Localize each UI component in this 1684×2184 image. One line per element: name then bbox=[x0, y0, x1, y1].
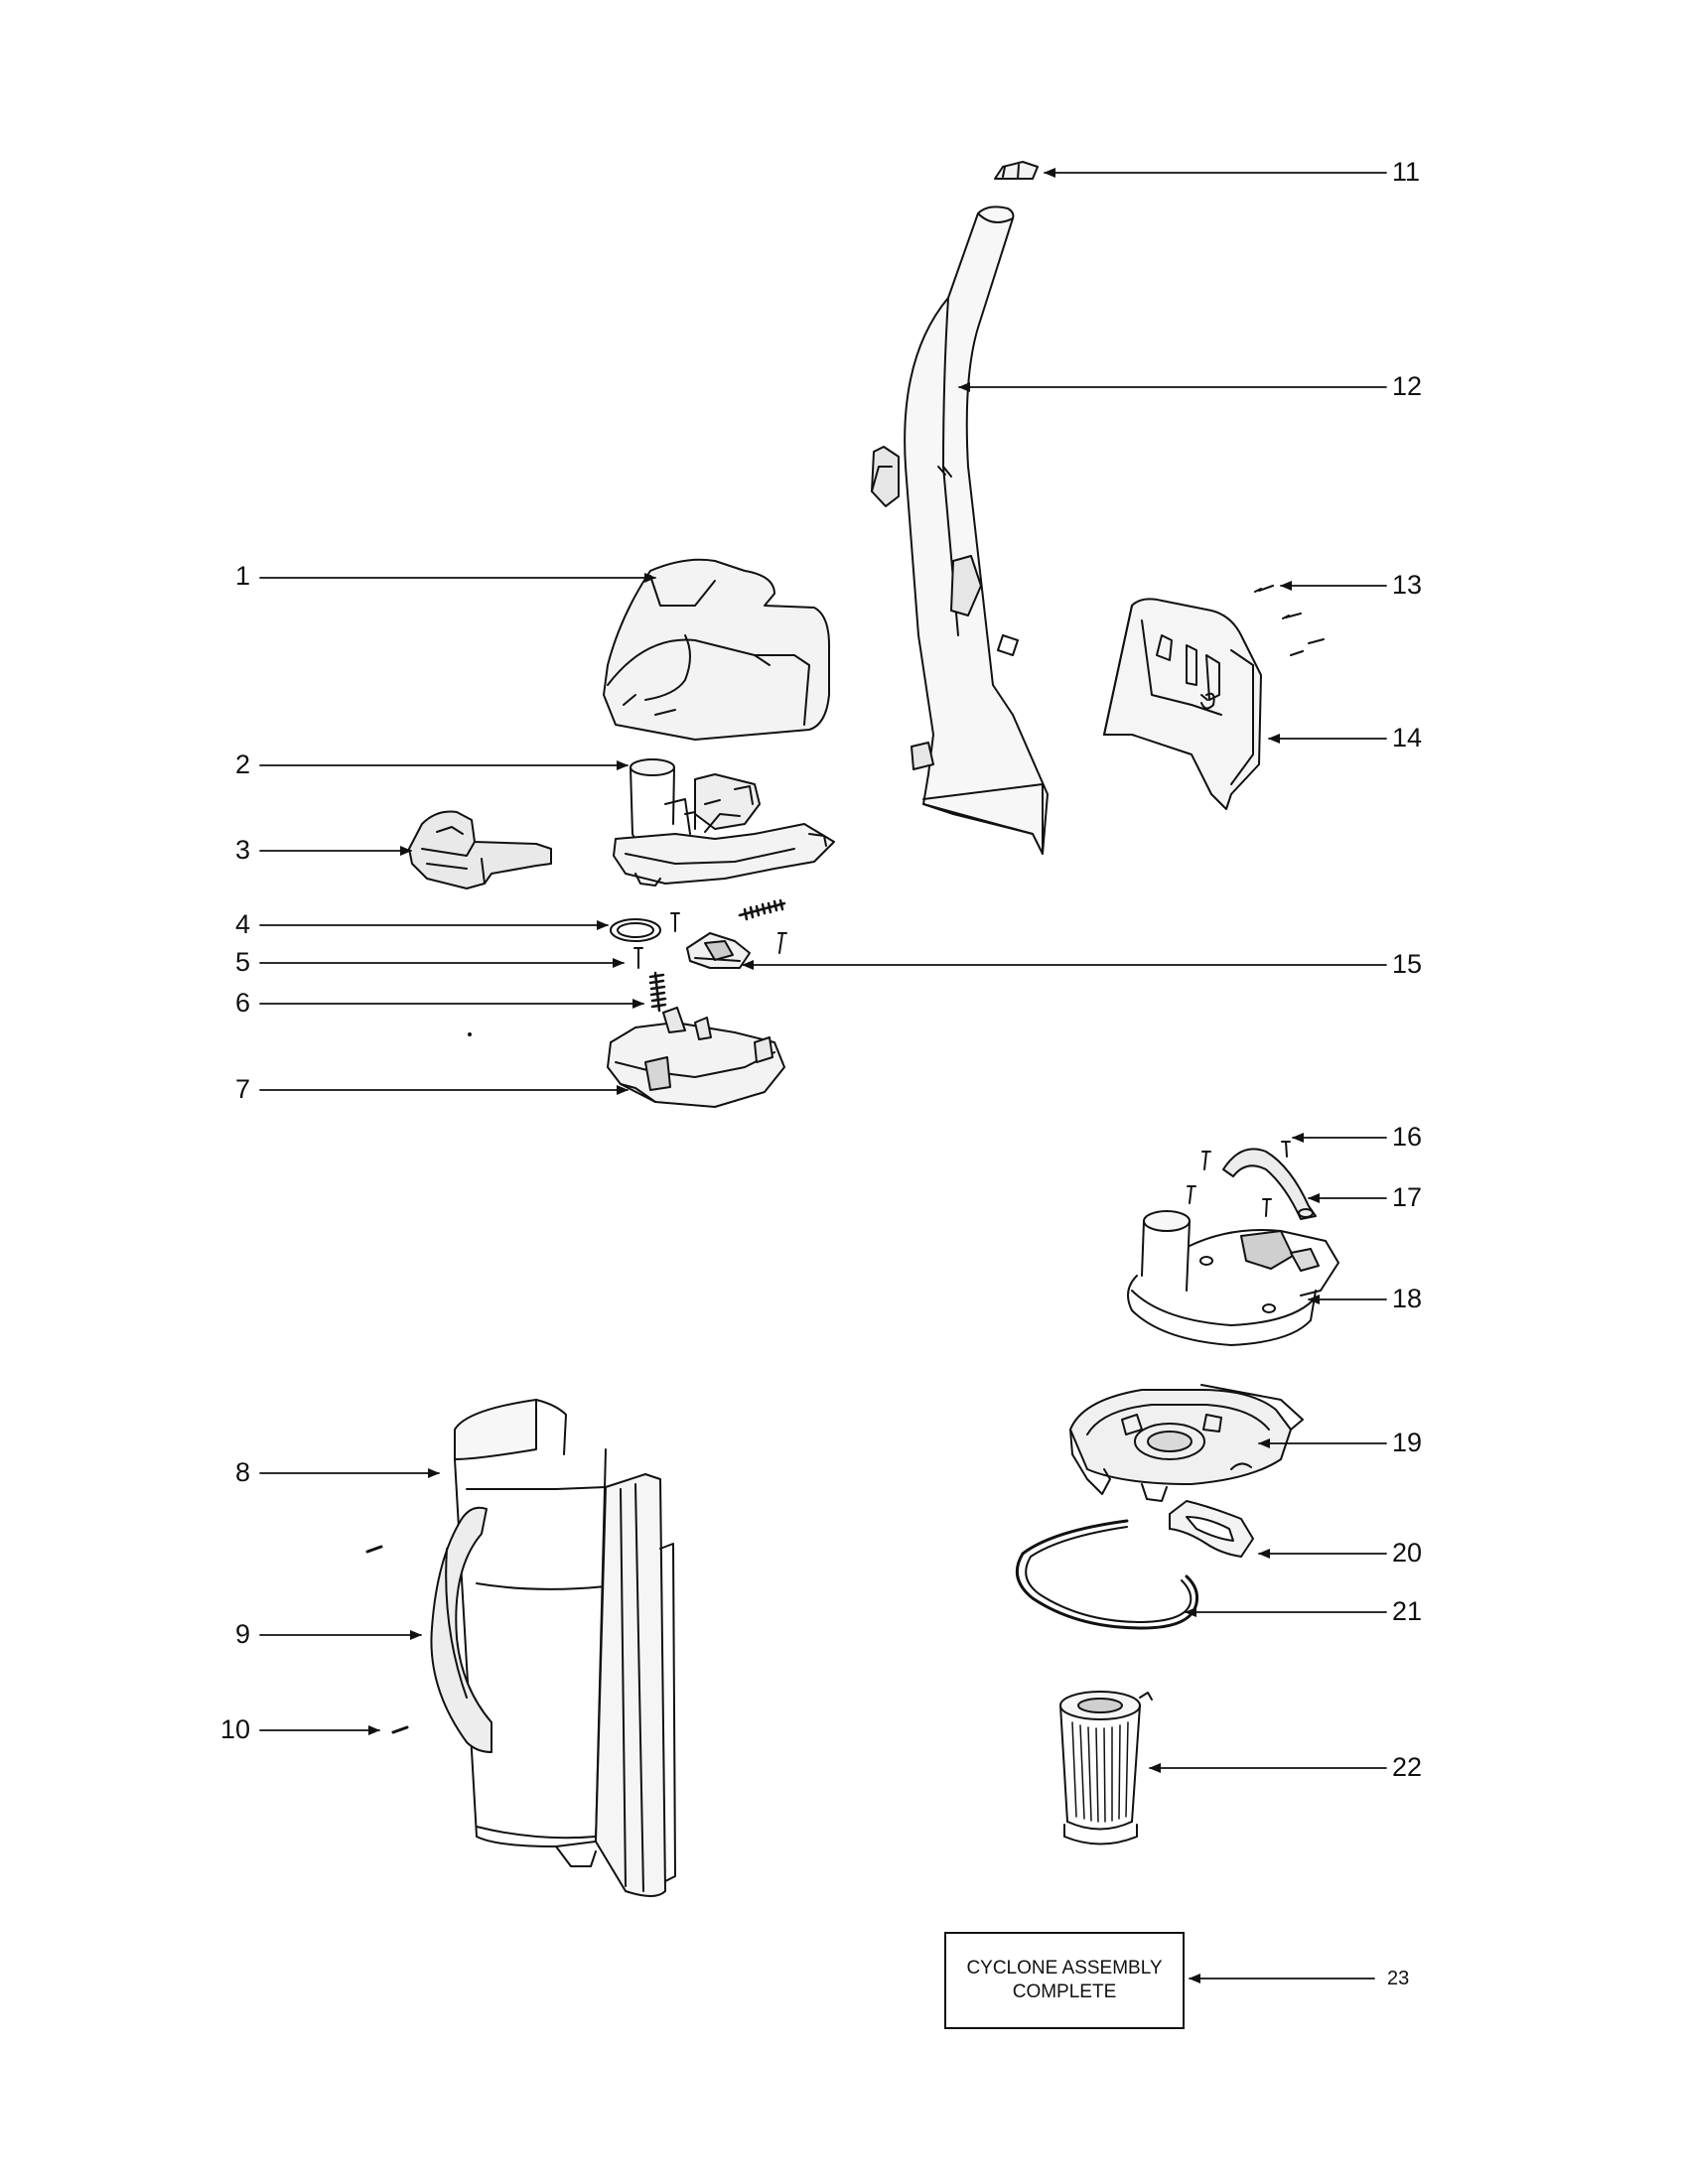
callout-23: 23 bbox=[1387, 1968, 1410, 1989]
callout-10: 10 bbox=[219, 1714, 250, 1744]
part-15-latch bbox=[686, 932, 751, 969]
callout-15: 15 bbox=[1392, 949, 1423, 979]
assembly-box-line-1: CYCLONE ASSEMBLY bbox=[966, 1958, 1163, 1979]
part-19-separator bbox=[1069, 1384, 1304, 1502]
part-21-split-ring bbox=[1015, 1519, 1198, 1630]
cyclone-assembly-label-box: CYCLONE ASSEMBLY COMPLETE bbox=[944, 1932, 1185, 2029]
part-1-top-cover bbox=[603, 558, 830, 741]
callout-8: 8 bbox=[234, 1457, 250, 1487]
callout-7: 7 bbox=[234, 1074, 250, 1104]
part-16-screws bbox=[1187, 1141, 1291, 1217]
callout-19: 19 bbox=[1392, 1428, 1423, 1457]
part-6-spring bbox=[648, 971, 667, 1013]
callout-2: 2 bbox=[234, 750, 250, 779]
callout-18: 18 bbox=[1392, 1284, 1423, 1313]
stray-dot bbox=[468, 1032, 472, 1036]
part-20-gasket bbox=[1169, 1500, 1254, 1558]
callout-20: 20 bbox=[1392, 1538, 1423, 1568]
callout-17: 17 bbox=[1392, 1182, 1423, 1212]
part-2-upper-housing bbox=[613, 758, 835, 887]
latch-spring bbox=[738, 898, 786, 921]
cup-side-panel bbox=[595, 1473, 676, 1897]
callout-16: 16 bbox=[1392, 1122, 1423, 1152]
callout-14: 14 bbox=[1392, 723, 1423, 752]
assembly-box-line-2: COMPLETE bbox=[1012, 1981, 1117, 2002]
part-12-handle bbox=[871, 205, 1049, 855]
callout-21: 21 bbox=[1392, 1596, 1423, 1626]
part-5-screws bbox=[633, 912, 787, 969]
callout-1: 1 bbox=[234, 561, 250, 591]
part-10-screws bbox=[365, 1545, 409, 1734]
callout-13: 13 bbox=[1392, 570, 1423, 600]
leader-lines bbox=[259, 168, 1387, 1983]
part-14-rear-cover bbox=[1103, 598, 1262, 810]
part-22-filter bbox=[1059, 1691, 1153, 1845]
part-7-base-plate bbox=[607, 1007, 785, 1108]
callout-4: 4 bbox=[234, 909, 250, 939]
callout-22: 22 bbox=[1392, 1752, 1423, 1782]
callout-3: 3 bbox=[234, 835, 250, 865]
part-9-cup-handle bbox=[430, 1506, 492, 1753]
callout-6: 6 bbox=[234, 988, 250, 1018]
part-8-dust-cup bbox=[454, 1399, 607, 1867]
part-13-screws bbox=[1254, 585, 1325, 656]
part-3-pedal bbox=[408, 810, 552, 889]
part-4-seal-ring bbox=[610, 918, 661, 942]
callout-9: 9 bbox=[234, 1619, 250, 1649]
part-18-cyclone-lid bbox=[1127, 1210, 1339, 1346]
callout-5: 5 bbox=[234, 947, 250, 977]
callout-11: 11 bbox=[1392, 157, 1421, 187]
callout-12: 12 bbox=[1392, 371, 1423, 401]
part-11-handle-cap bbox=[994, 161, 1039, 180]
part-17-carry-handle bbox=[1222, 1148, 1317, 1220]
